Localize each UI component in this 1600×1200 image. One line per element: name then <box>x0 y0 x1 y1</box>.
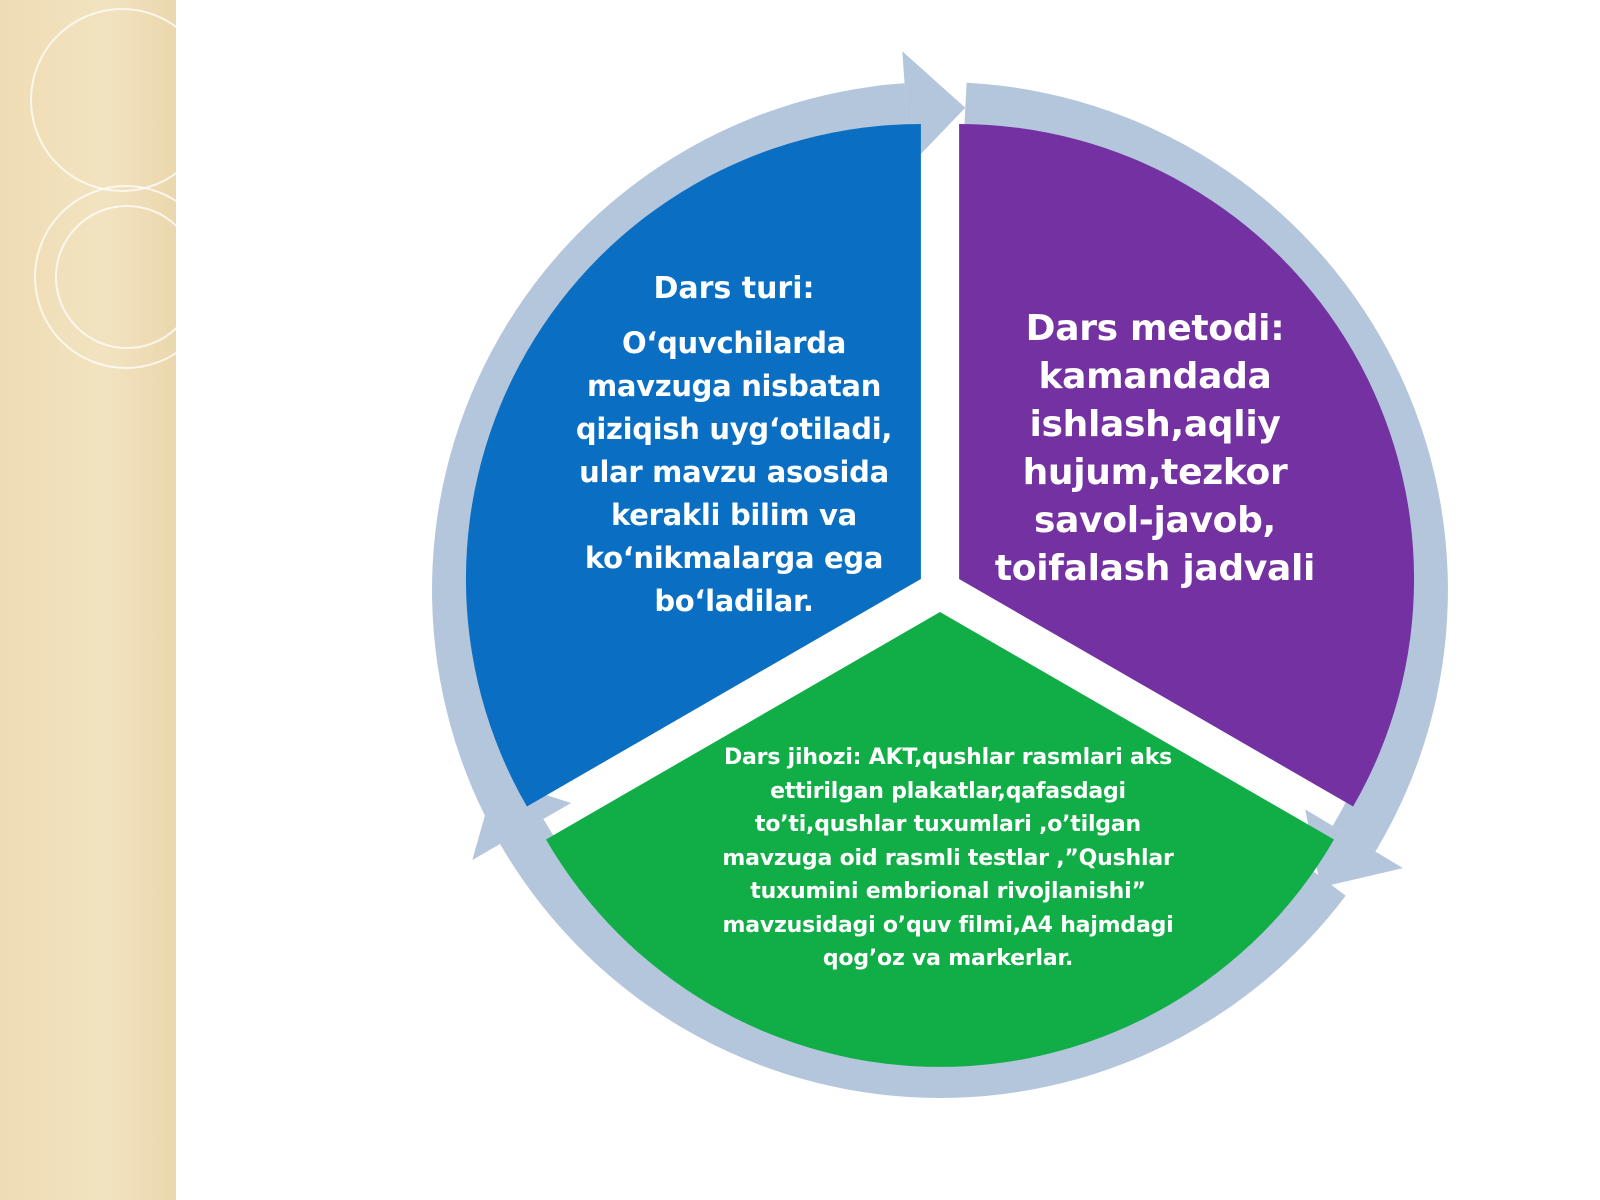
decorative-ring <box>55 205 176 349</box>
segment-lesson-equipment-shape <box>546 612 1334 1067</box>
segment-lesson-type: Dars turi: O‘quvchilarda mavzuga nisbata… <box>562 270 906 623</box>
lesson-equipment-text: Dars jihozi: AKT,qushlar rasmlari aks et… <box>722 745 1174 971</box>
lesson-method-text: Dars metodi: kamandada ishlash,aqliy huj… <box>994 308 1316 589</box>
arrow-to-lesson-type-band <box>500 819 1346 1098</box>
segment-lesson-method-shape <box>959 124 1415 807</box>
arrow-to-method-band <box>432 83 909 844</box>
lesson-type-title: Dars turi: <box>653 271 815 306</box>
cycle-segments <box>465 124 1415 1067</box>
decorative-side-panel <box>0 0 176 1200</box>
arrow-to-equipment-band <box>964 82 1448 852</box>
cycle-arrows <box>432 51 1448 1098</box>
segment-lesson-type-shape <box>465 124 921 807</box>
lesson-type-text: O‘quvchilarda mavzuga nisbatan qiziqish … <box>575 326 893 618</box>
arrow-to-equipment-head <box>1305 809 1403 888</box>
arrow-to-lesson-type-head <box>472 778 572 860</box>
